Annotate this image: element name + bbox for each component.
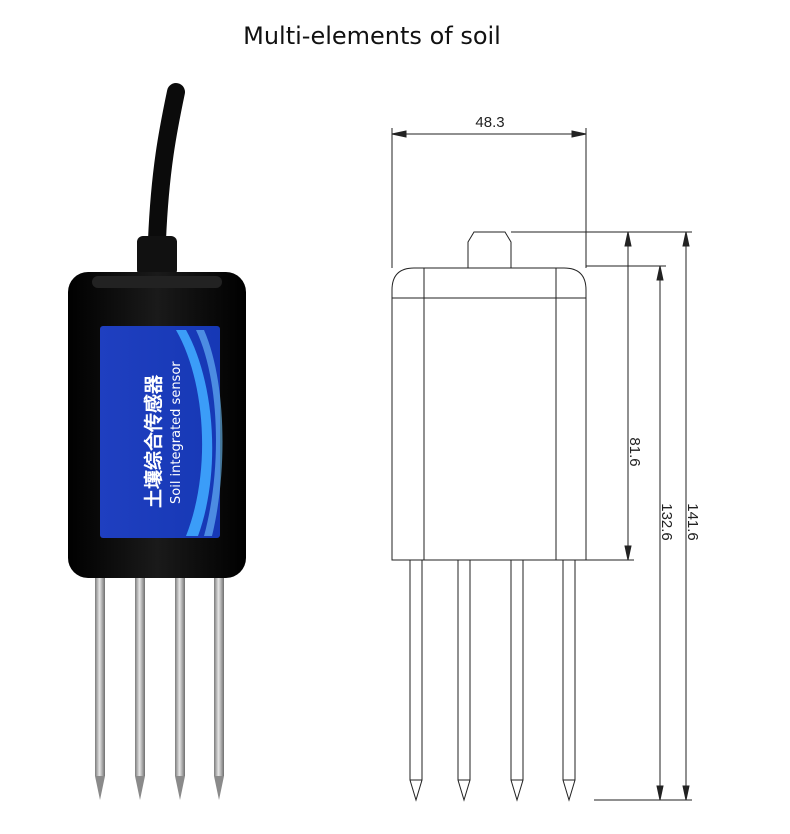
dimension-total-height bbox=[682, 231, 690, 801]
drawing-body-outline bbox=[391, 267, 587, 561]
sensor-cable bbox=[148, 83, 185, 249]
arrowhead bbox=[624, 231, 632, 247]
dimension-height-to-body-top bbox=[656, 265, 664, 801]
arrowhead bbox=[571, 130, 587, 138]
probe-tip bbox=[214, 776, 224, 800]
arrowhead bbox=[682, 785, 690, 801]
label-accent-swoosh bbox=[176, 330, 213, 536]
technical-drawing bbox=[391, 128, 692, 802]
arrowhead bbox=[656, 785, 664, 801]
label-background bbox=[100, 326, 220, 538]
probe-pins bbox=[95, 576, 224, 800]
label-english-name: Soil integrated sensor bbox=[169, 361, 184, 504]
label-chinese-name: 土壤综合传感器 bbox=[142, 374, 165, 508]
dimension-body-height bbox=[624, 231, 632, 561]
dimension-label-body-height: 81.6 bbox=[626, 437, 643, 466]
drawing-probes bbox=[409, 560, 576, 802]
drawing-cable-nub bbox=[467, 231, 512, 268]
label-accent-swoosh bbox=[196, 330, 223, 536]
probe-tip bbox=[175, 776, 185, 800]
probe-pin bbox=[95, 576, 105, 776]
housing-top-ridge bbox=[92, 276, 222, 288]
drawing-probe bbox=[510, 560, 524, 802]
product-label: 土壤综合传感器 Soil integrated sensor bbox=[100, 326, 223, 538]
drawing-probe bbox=[457, 560, 471, 802]
dimension-label-width: 48.3 bbox=[475, 114, 504, 131]
arrowhead bbox=[656, 265, 664, 281]
probe-pin bbox=[175, 576, 185, 776]
drawing-probe bbox=[409, 560, 423, 802]
dimension-label-total-height: 141.6 bbox=[684, 503, 701, 541]
arrowhead bbox=[682, 231, 690, 247]
dimension-width bbox=[391, 128, 587, 268]
dimension-label-height-to-body-top: 132.6 bbox=[658, 503, 675, 541]
page-title: Multi-elements of soil bbox=[243, 22, 501, 50]
drawing-probe bbox=[562, 560, 576, 802]
cable-gland bbox=[137, 236, 177, 276]
probe-pin bbox=[135, 576, 145, 776]
arrowhead bbox=[624, 545, 632, 561]
probe-tip bbox=[135, 776, 145, 800]
arrowhead bbox=[391, 130, 407, 138]
probe-tip bbox=[95, 776, 105, 800]
probe-pin bbox=[214, 576, 224, 776]
sensor-photo: 土壤综合传感器 Soil integrated sensor bbox=[68, 83, 246, 800]
